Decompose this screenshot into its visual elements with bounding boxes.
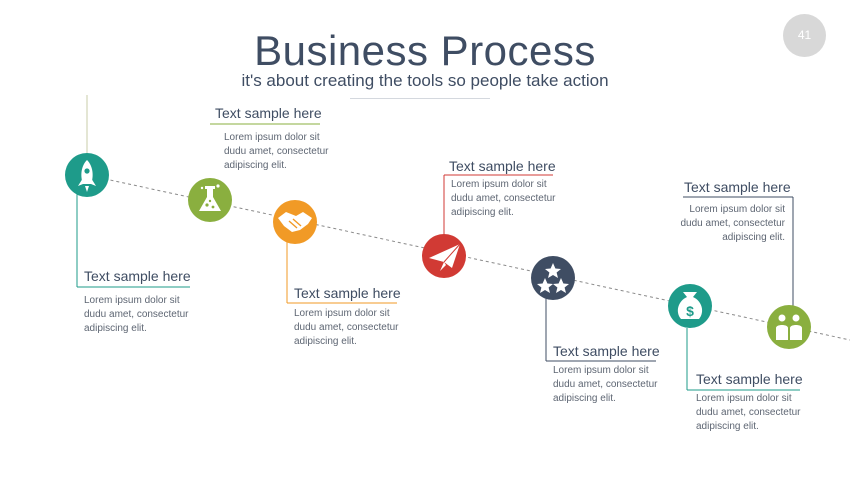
step-6-money-bag-icon: $ [668, 284, 712, 328]
step-6-line-3: adipiscing elit. [696, 421, 759, 432]
step-2-flask-icon [188, 178, 232, 222]
step-1-label: Text sample here [84, 268, 191, 284]
step-7-people-icon [767, 305, 811, 349]
page-number-badge: 41 [783, 14, 826, 57]
step-1-rocket-icon [65, 153, 109, 197]
step-3-handshake-icon [273, 200, 317, 244]
step-7-line-3: adipiscing elit. [722, 232, 785, 243]
step-1-line-3: adipiscing elit. [84, 323, 147, 334]
step-4-paper-plane-icon [422, 234, 466, 278]
step-5-stars-icon [531, 256, 575, 300]
step-3-line-2: dudu amet, consectetur [294, 322, 399, 333]
step-7-description: Lorem ipsum dolor sit dudu amet, consect… [660, 203, 785, 245]
title-divider [350, 98, 490, 99]
step-6-label: Text sample here [696, 371, 803, 387]
step-1-line-2: dudu amet, consectetur [84, 309, 189, 320]
step-4-description: Lorem ipsum dolor sit dudu amet, consect… [451, 178, 576, 220]
step-5-line-1: Lorem ipsum dolor sit [553, 365, 649, 376]
step-3-line-3: adipiscing elit. [294, 336, 357, 347]
step-2-line-1: Lorem ipsum dolor sit [224, 132, 320, 143]
step-2-line-2: dudu amet, consectetur [224, 146, 329, 157]
step-5-label: Text sample here [553, 343, 660, 359]
step-3-description: Lorem ipsum dolor sit dudu amet, consect… [294, 307, 419, 349]
step-5-line-3: adipiscing elit. [553, 393, 616, 404]
svg-text:$: $ [686, 303, 694, 319]
step-6-line-1: Lorem ipsum dolor sit [696, 393, 792, 404]
step-2-description: Lorem ipsum dolor sit dudu amet, consect… [224, 131, 349, 173]
step-3-line-1: Lorem ipsum dolor sit [294, 308, 390, 319]
step-1-line-1: Lorem ipsum dolor sit [84, 295, 180, 306]
step-5-line-2: dudu amet, consectetur [553, 379, 658, 390]
step-4-line-1: Lorem ipsum dolor sit [451, 179, 547, 190]
slide-title: Business Process [254, 27, 596, 74]
timeline-dashed-line [86, 174, 850, 341]
step-7-line-1: Lorem ipsum dolor sit [689, 204, 785, 215]
step-4-label: Text sample here [449, 158, 556, 174]
step-4-line-2: dudu amet, consectetur [451, 193, 556, 204]
step-6-line-2: dudu amet, consectetur [696, 407, 801, 418]
step-7-label: Text sample here [684, 179, 791, 195]
step-4-line-3: adipiscing elit. [451, 207, 514, 218]
step-7-line-2: dudu amet, consectetur [680, 218, 785, 229]
step-3-label: Text sample here [294, 285, 401, 301]
step-1-description: Lorem ipsum dolor sit dudu amet, consect… [84, 294, 209, 336]
slide-subtitle: it's about creating the tools so people … [241, 71, 609, 90]
step-2-line-3: adipiscing elit. [224, 160, 287, 171]
step-6-description: Lorem ipsum dolor sit dudu amet, consect… [696, 392, 821, 434]
step-5-description: Lorem ipsum dolor sit dudu amet, consect… [553, 364, 678, 406]
step-2-label: Text sample here [215, 105, 322, 121]
